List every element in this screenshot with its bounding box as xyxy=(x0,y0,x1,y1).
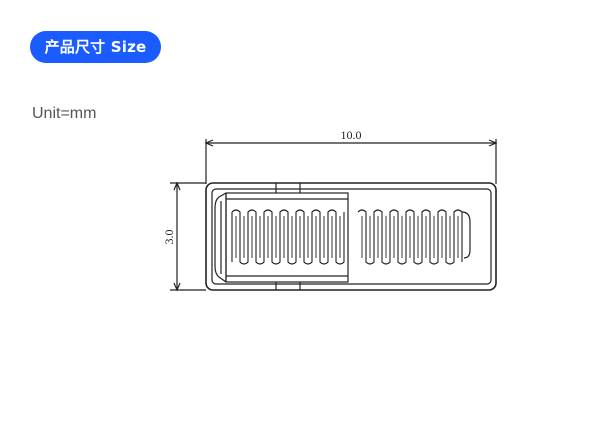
spring-inner-lines xyxy=(235,216,459,258)
barrel-notch-top xyxy=(275,183,301,193)
barrel-notch-bottom xyxy=(275,282,301,290)
spring-end xyxy=(461,211,471,259)
unit-label: Unit=mm xyxy=(32,105,97,122)
width-arrow-right xyxy=(488,139,498,147)
plunger-barrel xyxy=(225,192,349,283)
width-arrow-left xyxy=(204,139,214,147)
width-dimension-label: 10.0 xyxy=(341,128,362,142)
outer-housing xyxy=(205,182,497,291)
inner-wall xyxy=(211,188,492,285)
size-badge: 产品尺寸 Size xyxy=(30,31,161,63)
height-arrow-bottom xyxy=(173,282,181,292)
compression-spring xyxy=(231,209,463,265)
height-dimension-label: 3.0 xyxy=(162,230,176,245)
height-arrow-top xyxy=(173,181,181,191)
